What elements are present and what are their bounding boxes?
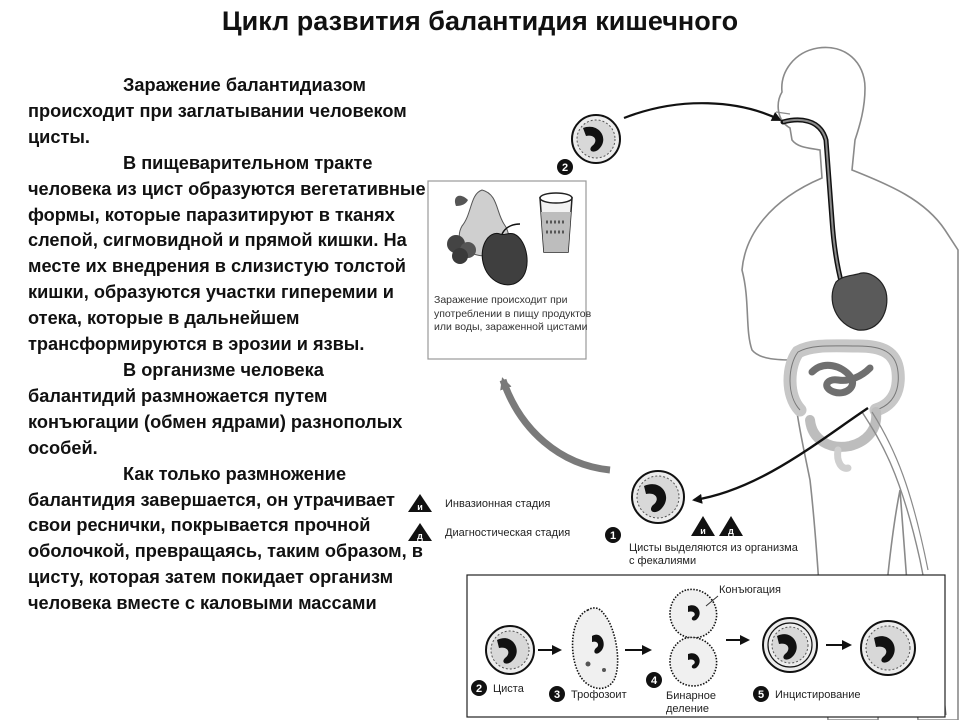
raspberry-icon — [447, 235, 476, 264]
step-1-caption: Цисты выделяются из организма с фекалиям… — [629, 542, 798, 567]
small-intestine — [808, 361, 874, 397]
stage-trophozoite — [571, 607, 619, 690]
arrow-from-body — [692, 407, 869, 504]
infection-box — [427, 180, 587, 360]
stage-tag-i-triangle — [691, 516, 715, 536]
step-2-badge — [471, 680, 487, 696]
stage-trophozoite-label: Трофозоит — [571, 689, 627, 701]
step-1-badge — [605, 527, 621, 543]
paragraph-infection: Заражение балантидиазом происходит при з… — [28, 75, 407, 147]
arrow-gray-upward — [499, 377, 611, 474]
paragraph-reproduction: В организме человека балантидий размножа… — [28, 359, 403, 458]
stage-binary-division-label: Бинарное деление — [666, 690, 716, 715]
stage-binary-division — [669, 588, 718, 687]
step-4-number: 4 — [651, 675, 658, 687]
step-2-top-number: 2 — [562, 162, 568, 174]
diagnostic-stage-triangle — [408, 523, 432, 541]
stage-encystment — [762, 617, 818, 673]
water-glass-icon — [539, 192, 573, 253]
stage-tag-d-triangle — [719, 516, 743, 536]
arrow-to-mouth — [623, 102, 782, 121]
diagnostic-stage-symbol: д — [417, 531, 423, 541]
stomach — [831, 272, 888, 331]
conjugation-label: Конъюгация — [719, 584, 781, 596]
step-5-number: 5 — [758, 689, 764, 701]
infection-caption: Заражение происходит при употреблении в … — [434, 294, 592, 333]
paragraph-digestive-tract: В пищеварительном тракте человека из цис… — [28, 152, 426, 355]
invasive-stage-label: Инвазионная стадия — [445, 498, 550, 510]
invasive-stage-triangle — [408, 494, 432, 512]
stage-encystment-label: Инцистирование — [775, 689, 861, 701]
stage-cyst-label: Циста — [493, 683, 525, 695]
apple-icon — [481, 223, 528, 286]
cyst-step-1 — [631, 470, 685, 524]
stage-tag-d: д — [728, 526, 734, 536]
cyst-top — [571, 114, 621, 164]
step-3-badge — [549, 686, 565, 702]
paragraph-encystment: Как только размножение балантидия заверш… — [28, 463, 423, 614]
stage-tag-i: и — [700, 526, 706, 536]
step-5-badge — [753, 686, 769, 702]
step-2-number: 2 — [476, 683, 482, 695]
stage-cyst — [485, 625, 535, 675]
step-4-badge — [646, 672, 662, 688]
step-3-number: 3 — [554, 689, 560, 701]
step-1-number: 1 — [610, 530, 616, 542]
legend: и Инвазионная стадия д Диагностическая с… — [408, 494, 570, 541]
invasive-stage-symbol: и — [417, 502, 423, 512]
diagnostic-stage-label: Диагностическая стадия — [445, 527, 570, 539]
step-2-top-badge — [557, 159, 573, 175]
stage-final-cyst — [860, 620, 916, 676]
description-text: Заражение балантидиазом происходит при з… — [28, 73, 428, 617]
page-title: Цикл развития балантидия кишечного — [221, 6, 739, 36]
conjugation-pointer — [705, 595, 719, 607]
